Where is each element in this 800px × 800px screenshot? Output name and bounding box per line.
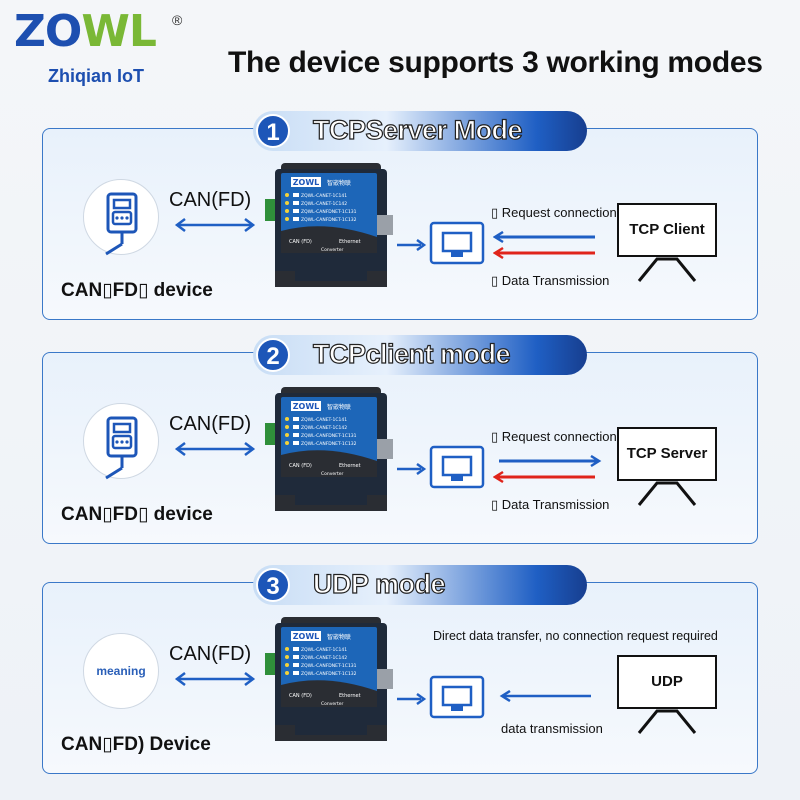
- gateway-brand-cn: 智嵌物联: [327, 179, 351, 187]
- gateway-model: ZQWL-CANET-1C142: [301, 425, 347, 431]
- gateway-model: ZQWL-CANET-1C142: [301, 655, 347, 661]
- gateway-sub-label: Converter: [321, 471, 344, 477]
- gateway-model: ZQWL-CANFDNET-1C132: [301, 671, 357, 677]
- monitor-screen: UDP: [617, 655, 717, 709]
- gateway-model: ZQWL-CANET-1C141: [301, 647, 347, 653]
- request-connection-label: ▯ Request connection: [491, 429, 617, 444]
- monitor-screen: TCP Server: [617, 427, 717, 481]
- mode-panel-udp: 3 UDP mode meaning CAN▯FD) Device CAN(FD…: [42, 565, 758, 774]
- request-data-arrows-icon: [493, 231, 595, 260]
- db9-connector-icon: [83, 403, 159, 480]
- arrow-right-icon: [397, 239, 427, 251]
- gateway-device-icon: ZOWL 智嵌物联 ZQWL-CANET-1C141 ZQWL-CANET-1C…: [265, 387, 393, 511]
- data-transmission-label: data transmission: [501, 721, 603, 736]
- gateway-model: ZQWL-CANFDNET-1C132: [301, 441, 357, 447]
- gateway-right-label: Ethernet: [339, 463, 361, 469]
- gateway-sub-label: Converter: [321, 247, 344, 253]
- registered-mark: ®: [172, 12, 183, 28]
- monitor-icon: UDP: [617, 655, 717, 737]
- monitor-stand-icon: [637, 709, 697, 734]
- gateway-device-icon: ZOWL 智嵌物联 ZQWL-CANET-1C141 ZQWL-CANET-1C…: [265, 163, 393, 287]
- gateway-right-label: Ethernet: [339, 693, 361, 699]
- mode-panel-tcp-server: 1 TCPServer Mode CAN▯FD▯ device CAN(FD) …: [42, 111, 758, 320]
- monitor-icon: TCP Client: [617, 203, 717, 285]
- device-label: CAN▯FD) Device: [61, 734, 211, 755]
- gateway-model: ZQWL-CANFDNET-1C131: [301, 433, 357, 439]
- mode-title: TCPclient mode: [312, 338, 511, 369]
- gateway-left-label: CAN (FD): [289, 239, 312, 245]
- page-title: The device supports 3 working modes: [228, 46, 763, 79]
- gateway-model: ZQWL-CANET-1C141: [301, 417, 347, 423]
- mode-number: 1: [256, 114, 290, 148]
- gateway-left-label: CAN (FD): [289, 693, 312, 699]
- gateway-model: ZQWL-CANFDNET-1C132: [301, 217, 357, 223]
- device-label: CAN▯FD▯ device: [61, 504, 213, 525]
- peer-label: UDP: [651, 673, 683, 690]
- brand-logo: ZOWL ® Zhiqian IoT: [14, 8, 184, 90]
- monitor-screen: TCP Client: [617, 203, 717, 257]
- logo-letter: Z: [14, 6, 46, 57]
- mode-panel-tcp-client: 2 TCPclient mode CAN▯FD▯ device CAN(FD) …: [42, 335, 758, 544]
- bidirectional-arrow-icon: [174, 218, 256, 232]
- arrow-right-icon: [397, 463, 427, 475]
- gateway-brand: ZOWL: [293, 402, 320, 411]
- can-label: CAN(FD): [169, 643, 252, 665]
- db9-connector-icon: [83, 179, 159, 256]
- mode-header: 3 UDP mode: [253, 565, 587, 605]
- logo-subtitle: Zhiqian IoT: [48, 66, 144, 86]
- ethernet-port-icon: [429, 675, 485, 719]
- mode-number: 2: [256, 338, 290, 372]
- mode-number: 3: [256, 568, 290, 602]
- logo-letter: W: [81, 6, 130, 57]
- data-transmission-label: ▯ Data Transmission: [491, 273, 610, 288]
- mode-header: 2 TCPclient mode: [253, 335, 587, 375]
- peer-label: TCP Client: [629, 221, 705, 238]
- bidirectional-arrow-icon: [174, 672, 256, 686]
- arrow-right-icon: [397, 693, 427, 705]
- gateway-brand-cn: 智嵌物联: [327, 633, 351, 641]
- bidirectional-arrow-icon: [499, 689, 591, 703]
- bidirectional-arrow-icon: [174, 442, 256, 456]
- monitor-stand-icon: [637, 257, 697, 282]
- monitor-icon: TCP Server: [617, 427, 717, 509]
- ethernet-port-icon: [429, 445, 485, 489]
- gateway-device-icon: ZOWL 智嵌物联 ZQWL-CANET-1C141 ZQWL-CANET-1C…: [265, 617, 393, 741]
- logo-letter: O: [44, 6, 82, 57]
- device-label: CAN▯FD▯ device: [61, 280, 213, 301]
- gateway-sub-label: Converter: [321, 701, 344, 707]
- mode-title: TCPServer Mode: [312, 114, 523, 145]
- icon-text: meaning: [96, 664, 146, 678]
- direct-transfer-label: Direct data transfer, no connection requ…: [433, 629, 718, 643]
- monitor-stand-icon: [637, 481, 697, 506]
- logo-letter: L: [128, 6, 157, 57]
- ethernet-port-icon: [429, 221, 485, 265]
- can-label: CAN(FD): [169, 413, 252, 435]
- gateway-left-label: CAN (FD): [289, 463, 312, 469]
- request-connection-label: ▯ Request connection: [491, 205, 617, 220]
- request-data-arrows-icon: [493, 455, 602, 484]
- can-label: CAN(FD): [169, 189, 252, 211]
- data-transmission-label: ▯ Data Transmission: [491, 497, 610, 512]
- gateway-brand: ZOWL: [293, 178, 320, 187]
- gateway-model: ZQWL-CANFDNET-1C131: [301, 663, 357, 669]
- logo-wordmark: ZOWL: [14, 6, 157, 57]
- gateway-model: ZQWL-CANET-1C142: [301, 201, 347, 207]
- gateway-right-label: Ethernet: [339, 239, 361, 245]
- gateway-model: ZQWL-CANET-1C141: [301, 193, 347, 199]
- mode-title: UDP mode: [312, 568, 446, 599]
- gateway-brand: ZOWL: [293, 632, 320, 641]
- gateway-model: ZQWL-CANFDNET-1C131: [301, 209, 357, 215]
- device-placeholder-icon: meaning: [83, 633, 159, 709]
- mode-header: 1 TCPServer Mode: [253, 111, 587, 151]
- gateway-brand-cn: 智嵌物联: [327, 403, 351, 411]
- peer-label: TCP Server: [626, 445, 708, 462]
